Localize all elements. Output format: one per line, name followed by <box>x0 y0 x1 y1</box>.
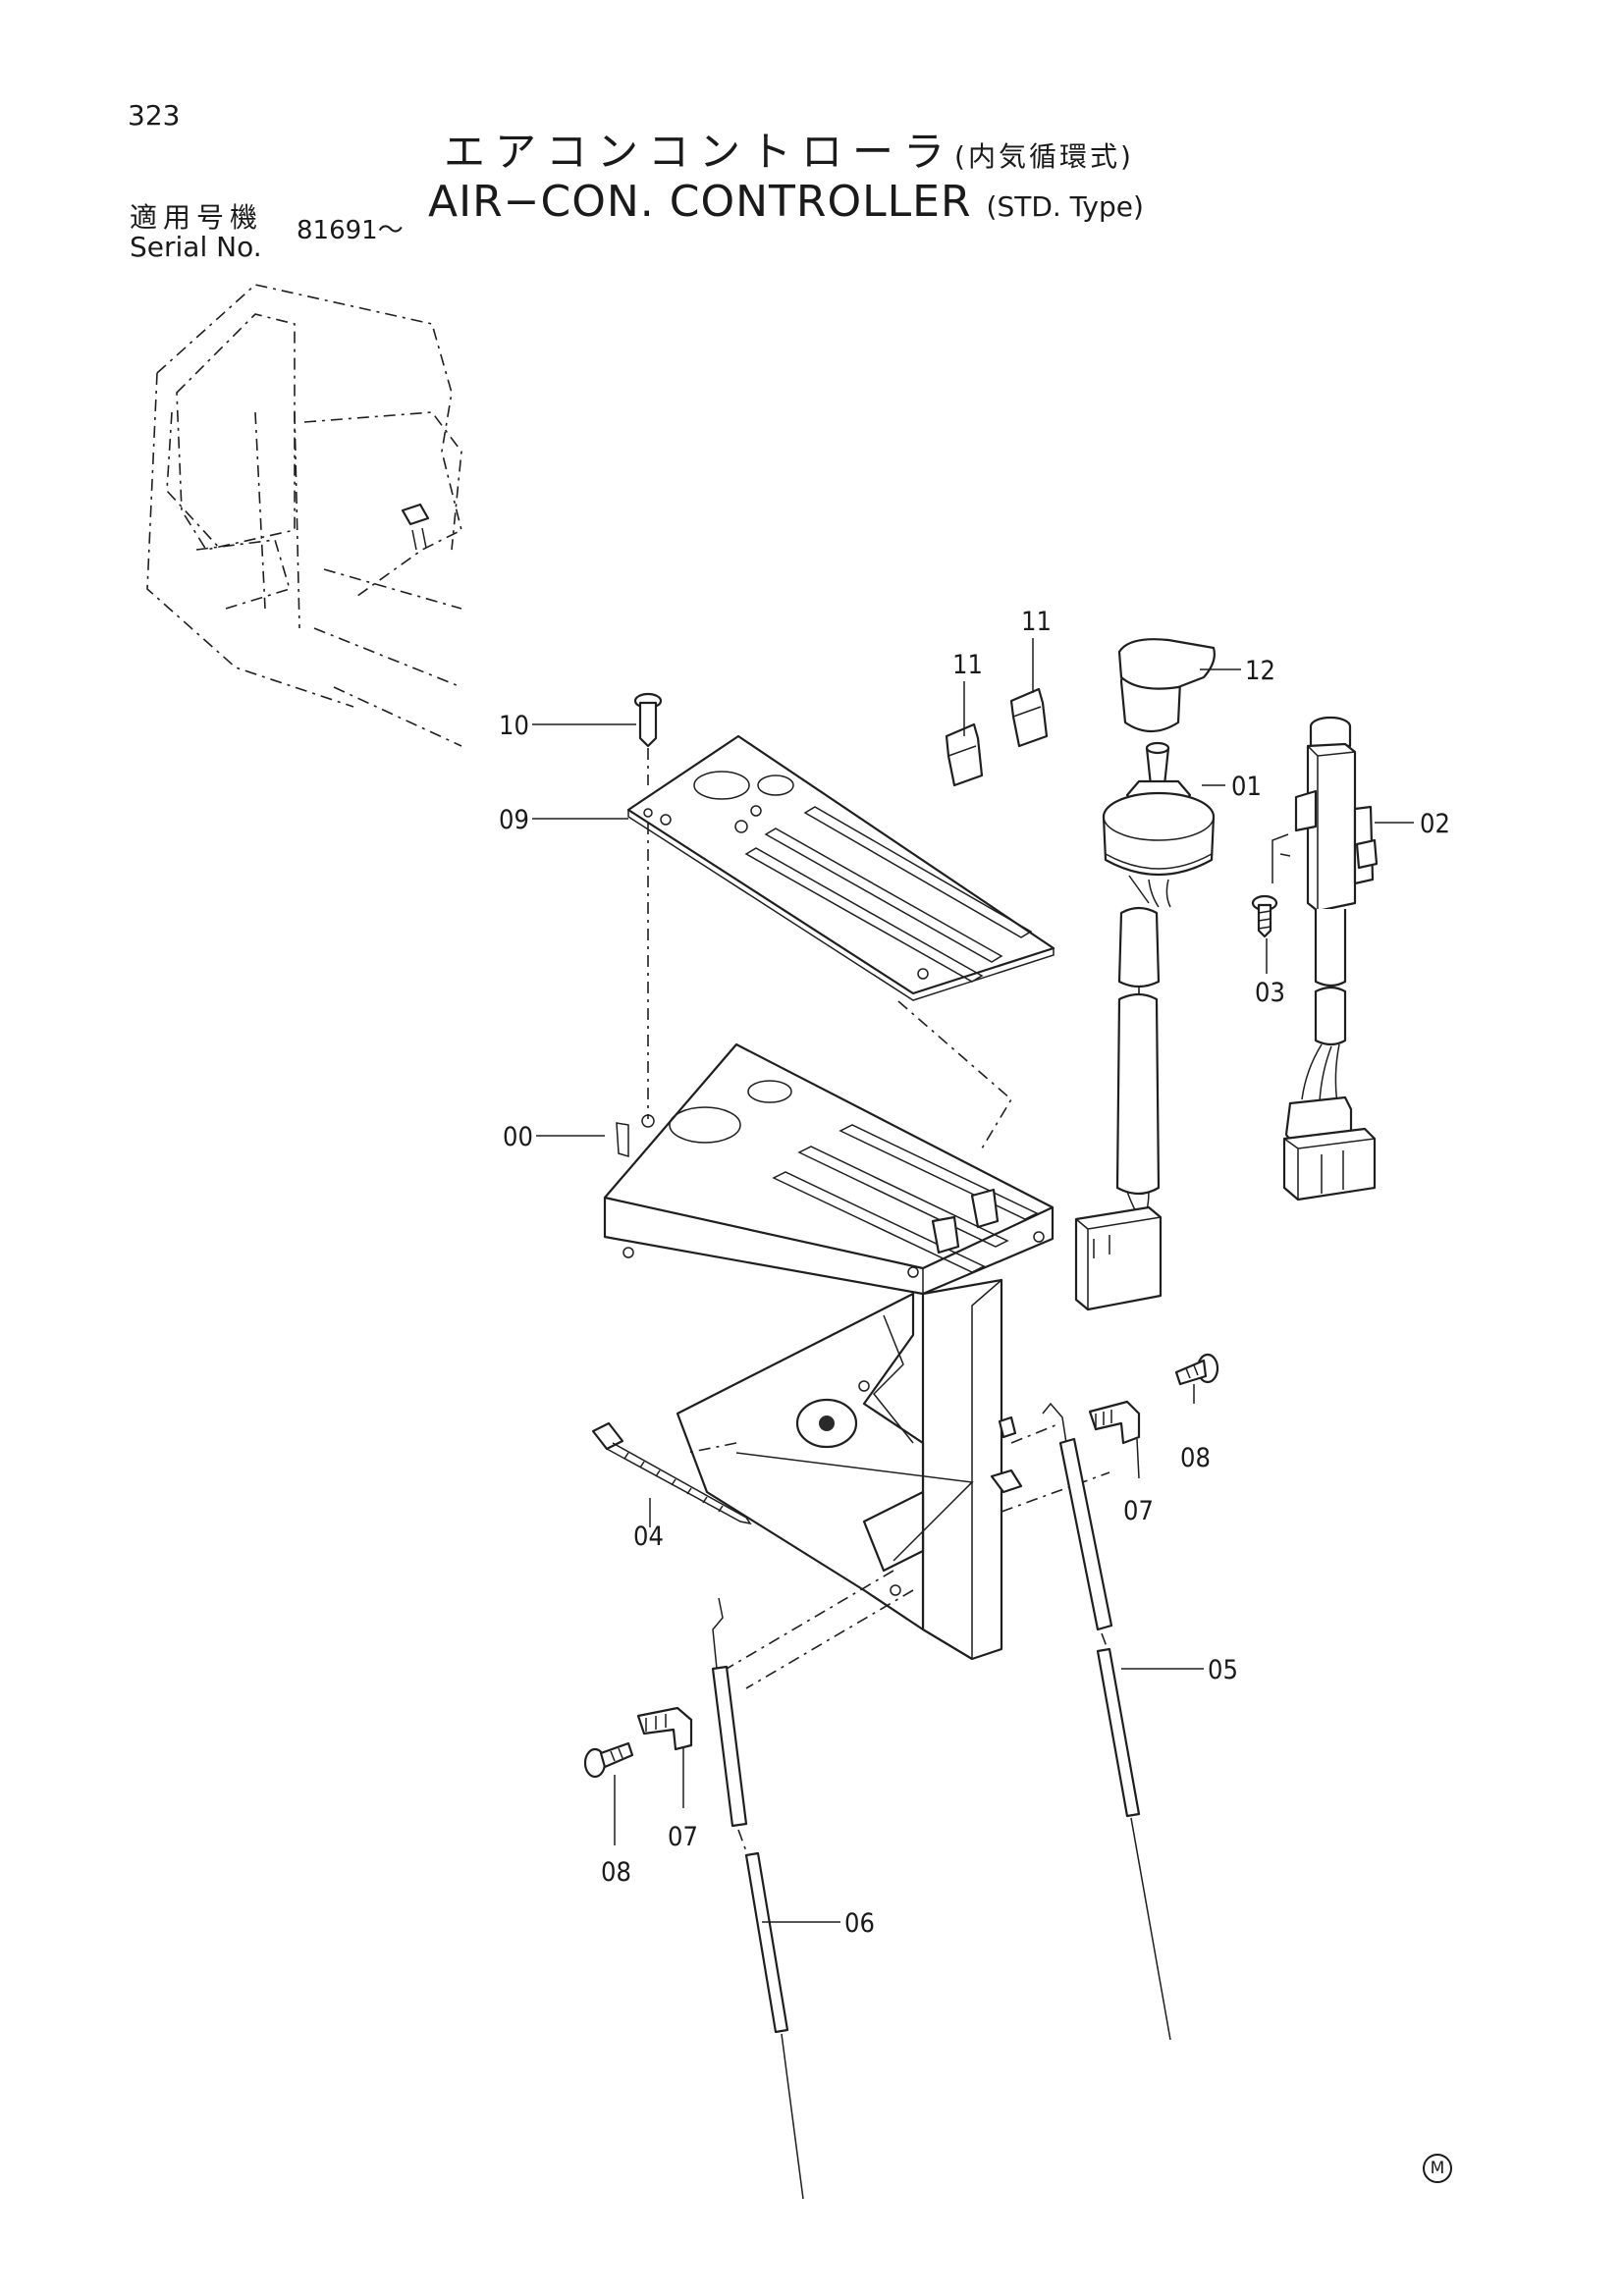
serial-number-value: 81691～ <box>297 216 404 245</box>
callout-12: 12 <box>1245 656 1275 686</box>
callout-11-right: 11 <box>1021 607 1052 637</box>
callout-04: 04 <box>633 1522 664 1552</box>
cab-location-thumbnail <box>146 284 462 747</box>
serial-label-english: Serial No. <box>130 231 262 263</box>
callout-07-left: 07 <box>668 1822 698 1852</box>
part-12-rotary-knob <box>1117 638 1216 756</box>
serial-label-japanese: 適用号機 <box>130 201 264 234</box>
part-00-controller-bracket <box>603 1042 1055 1661</box>
part-01-rotary-switch <box>1074 741 1216 1311</box>
title-japanese: エアコンコントローラ(内気循環式) <box>444 132 1134 173</box>
callout-07-right: 07 <box>1123 1496 1154 1526</box>
callout-06: 06 <box>844 1908 875 1939</box>
part-04-cable-tie <box>591 1421 752 1525</box>
assembly-lines <box>686 1422 1110 1689</box>
part-09-cover-plate <box>626 734 1055 1149</box>
part-06-control-cable <box>711 1597 804 2200</box>
title-japanese-main: エアコンコントローラ <box>444 128 955 176</box>
title-english-main: AIR−CON. CONTROLLER <box>428 177 972 227</box>
callout-01: 01 <box>1231 772 1262 802</box>
title-english-sub: (STD. Type) <box>986 190 1144 223</box>
callout-08-right: 08 <box>1180 1443 1211 1473</box>
part-08-screw-right <box>1174 1353 1219 1386</box>
part-02-push-switch <box>1282 716 1379 1201</box>
part-07-clamp-right <box>1088 1400 1141 1445</box>
part-10-screw <box>633 692 663 785</box>
callout-00: 00 <box>503 1122 533 1152</box>
part-05-control-cable <box>1042 1402 1171 2041</box>
part-11-slide-knobs <box>945 687 1049 787</box>
part-07-clamp-left <box>636 1706 693 1751</box>
callout-10: 10 <box>499 711 529 741</box>
callout-09: 09 <box>499 805 529 835</box>
callout-03: 03 <box>1255 978 1285 1008</box>
part-08-screw-left <box>583 1741 634 1779</box>
callout-08-left: 08 <box>601 1857 631 1888</box>
leader-lines <box>532 638 1414 1923</box>
part-03-screw <box>1251 833 1291 938</box>
manufacturer-mark: M <box>1423 2154 1452 2183</box>
title-japanese-sub: (内気循環式) <box>954 140 1134 173</box>
callout-11-left: 11 <box>952 650 983 680</box>
callout-05: 05 <box>1208 1655 1238 1685</box>
title-english: AIR−CON. CONTROLLER (STD. Type) <box>428 181 1144 224</box>
page-number: 323 <box>128 99 181 132</box>
callout-02: 02 <box>1420 809 1450 839</box>
